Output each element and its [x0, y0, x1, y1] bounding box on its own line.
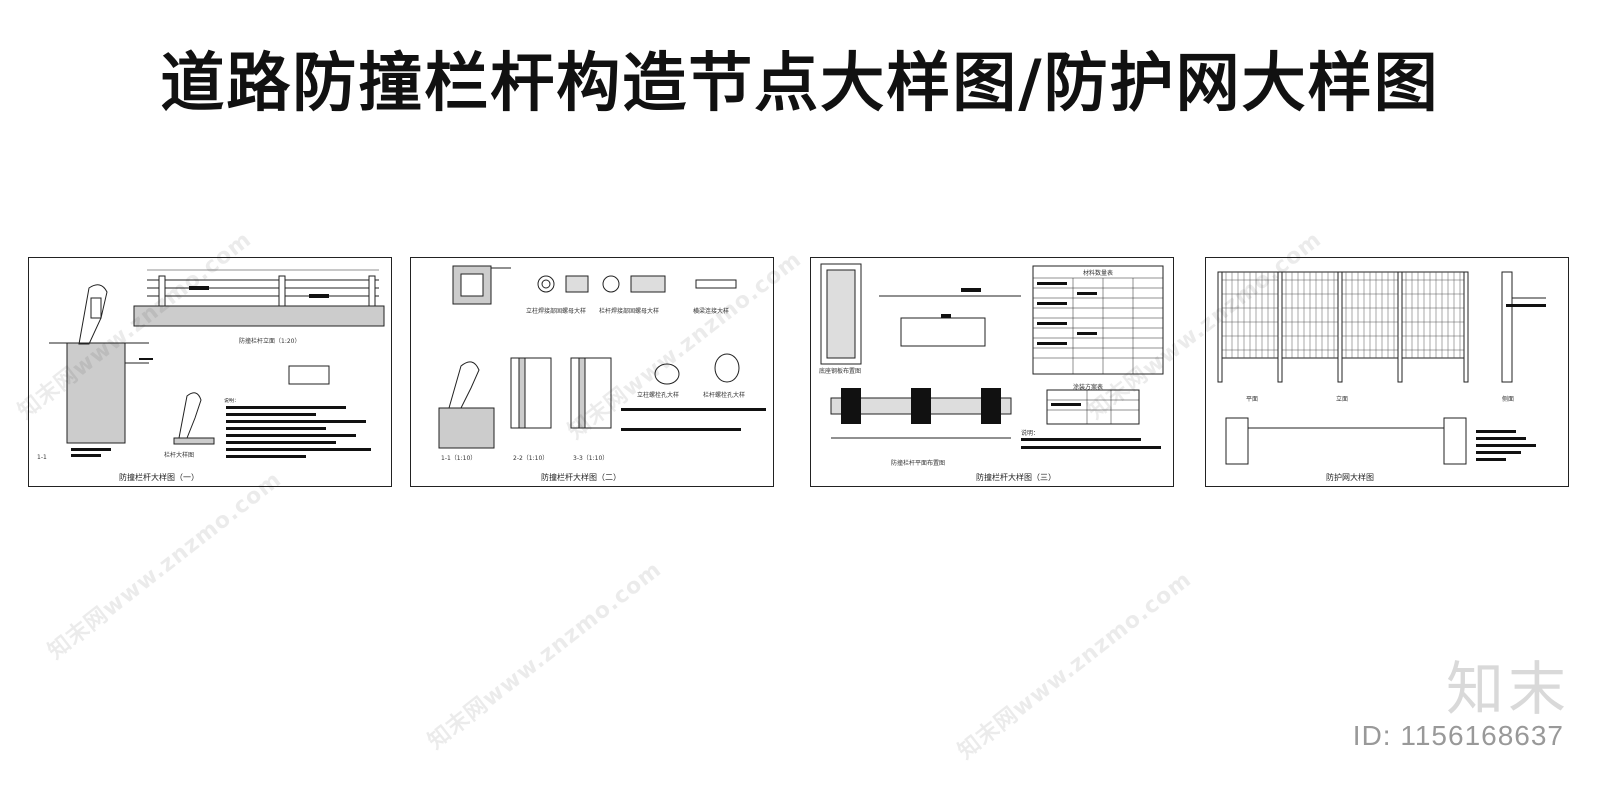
- elevation-label: 防撞栏杆立面（1:20）: [239, 338, 301, 345]
- hole-a-label: 立柱螺栓孔大样: [637, 392, 680, 399]
- section-1-label: 1-1（1:10）: [441, 455, 477, 462]
- section-2-label: 2-2（1:10）: [513, 455, 549, 462]
- table2-title: 涂装方案表: [1073, 384, 1104, 391]
- drawing-sheet-2: 立柱焊接部固螺母大样 栏杆焊接部固螺母大样 横梁连接大样 立柱螺栓孔大样 栏杆螺…: [410, 257, 774, 487]
- notes-block: 说明：: [224, 398, 384, 461]
- plan-label: 防撞栏杆平面布置图: [891, 460, 946, 467]
- table1-title: 材料数量表: [1083, 270, 1114, 277]
- part-a-label: 立柱焊接部固螺母大样: [526, 308, 587, 315]
- fence-plan-label: 平面: [1246, 396, 1259, 403]
- sheet-caption: 防撞栏杆大样图（二）: [541, 473, 621, 482]
- sheet-caption: 防撞栏杆大样图（三）: [976, 473, 1056, 482]
- notes-heading: 说明：: [224, 398, 240, 404]
- section-3-label: 3-3（1:10）: [573, 455, 609, 462]
- hole-b-label: 栏杆螺栓孔大样: [703, 392, 746, 399]
- guardrail-drawing-1: [49, 269, 385, 457]
- watermark: 知末网www.znzmo.com: [43, 467, 287, 665]
- drawing-sheet-3: 材料数量表 涂装方案表 防撞栏杆平面布置图 底座钢板布置图 说明： 防撞栏杆大样…: [810, 257, 1174, 487]
- notes-heading: 说明：: [1021, 430, 1040, 437]
- drawing-sheet-4: 立面 侧面 平面 防护网大样图: [1205, 257, 1569, 487]
- page-title: 道路防撞栏杆构造节点大样图/防护网大样图: [160, 46, 1440, 121]
- watermark: 知末网www.znzmo.com: [423, 557, 667, 755]
- sheet-caption: 防撞栏杆大样图（一）: [119, 473, 199, 482]
- detail-label: 栏杆大样图: [164, 452, 195, 459]
- brand-logo: 知末: [1445, 655, 1570, 723]
- image-id: ID: 1156168637: [1352, 720, 1564, 751]
- guardrail-drawing-2: [438, 265, 766, 449]
- fence-elevation-label: 立面: [1336, 396, 1349, 403]
- sheet-caption: 防护网大样图: [1326, 473, 1374, 482]
- part-b-label: 栏杆焊接部固螺母大样: [599, 308, 660, 315]
- drawing-sheet-1: 防撞栏杆立面（1:20） 栏杆大样图 1-1 说明： 防撞栏杆大样图（一）: [28, 257, 392, 487]
- watermark: 知末网www.znzmo.com: [953, 567, 1197, 765]
- fence-side-label: 侧面: [1502, 396, 1515, 403]
- fence-drawing: [1217, 271, 1546, 465]
- guardrail-drawing-3: [820, 263, 1164, 449]
- part-c-label: 横梁连接大样: [693, 308, 730, 315]
- section-label: 1-1: [37, 454, 47, 461]
- base-label: 底座钢板布置图: [819, 368, 862, 375]
